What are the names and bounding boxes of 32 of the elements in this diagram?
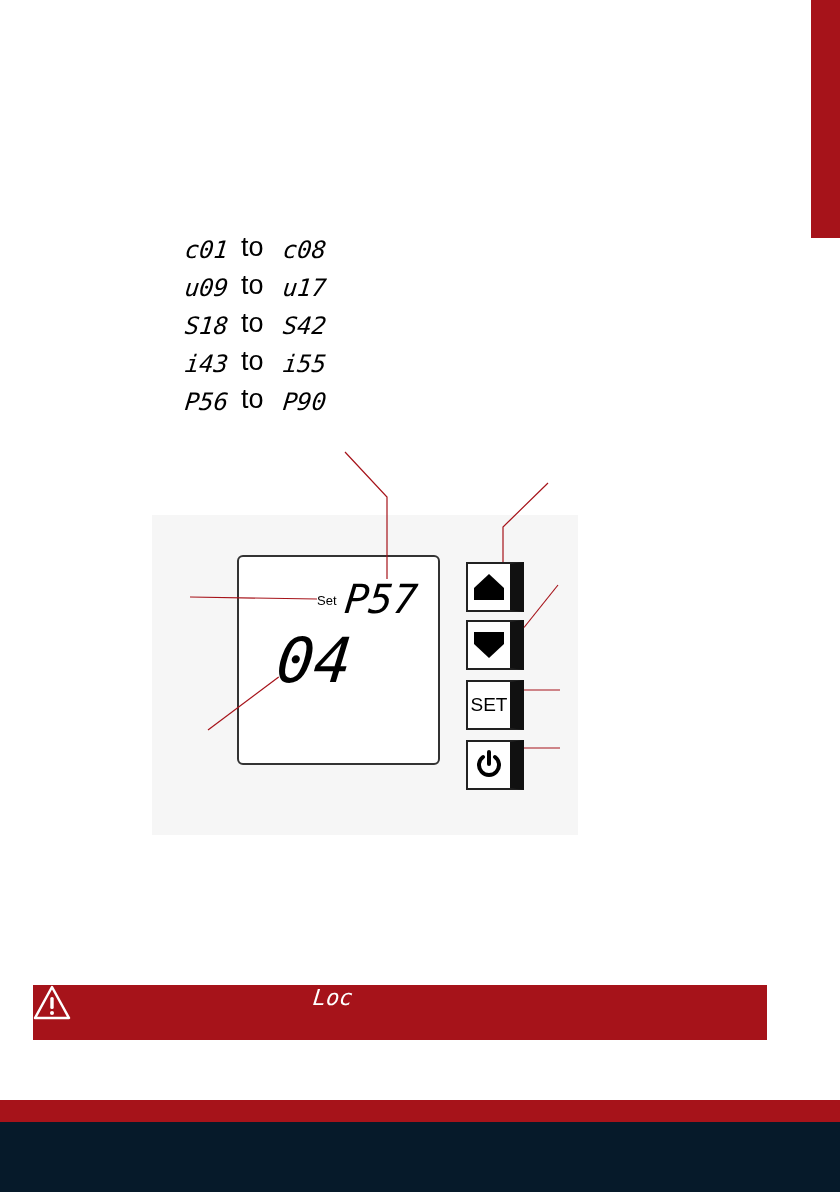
parameter-code: P56 — [185, 388, 229, 416]
warning-banner — [33, 985, 767, 1040]
parameter-code: i43 — [185, 350, 229, 378]
leader-line — [502, 482, 549, 563]
power-button — [466, 740, 524, 790]
up-button — [466, 562, 524, 612]
lock-code: Loc — [311, 985, 355, 1011]
leader-line — [189, 596, 318, 600]
down-button — [466, 620, 524, 670]
leader-line — [344, 451, 388, 580]
leader-line — [207, 676, 280, 731]
range-word: to — [241, 347, 264, 375]
range-word: to — [241, 385, 264, 413]
leader-line — [523, 747, 561, 749]
parameter-code: S18 — [185, 312, 229, 340]
range-word: to — [241, 233, 264, 261]
parameter-value: 04 — [277, 629, 363, 693]
range-word: to — [241, 309, 264, 337]
range-word: to — [241, 271, 264, 299]
parameter-code: c08 — [283, 236, 327, 264]
set-button: SET — [466, 680, 524, 730]
leader-line — [523, 689, 561, 691]
parameter-code: u17 — [283, 274, 327, 302]
leader-line — [523, 584, 559, 629]
parameter-code: P57 — [345, 579, 425, 619]
parameter-code: c01 — [185, 236, 229, 264]
parameter-code: P90 — [283, 388, 327, 416]
parameter-code: u09 — [185, 274, 229, 302]
display-screen — [237, 555, 440, 765]
indicator-label: Set — [317, 591, 343, 607]
parameter-code: i55 — [283, 350, 327, 378]
parameter-code: S42 — [283, 312, 327, 340]
